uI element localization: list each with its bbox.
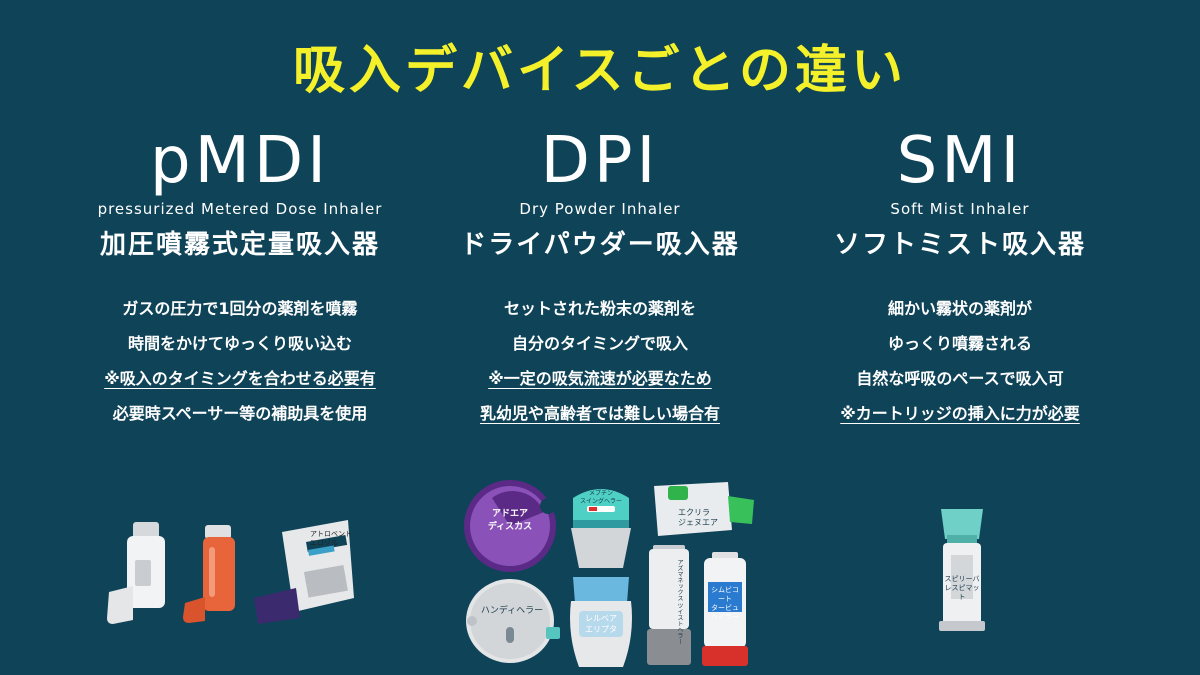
- description-line: 細かい霧状の薬剤が: [887, 299, 1032, 318]
- description: セットされた粉末の薬剤を 自分のタイミングで吸入 ※一定の吸気流速が必要なため …: [400, 291, 800, 431]
- description-line: セットされた粉末の薬剤を: [503, 299, 696, 318]
- device-jp-name: 加圧噴霧式定量吸入器: [99, 230, 380, 260]
- inhaler-turbuhaler-illustration: シムビコート タービュヘイラー: [700, 552, 750, 667]
- inhaler-respimat-illustration: スピリーバ レスピマット: [935, 505, 990, 633]
- inhaler-ellipta-illustration: レルベア エリプタ: [565, 575, 637, 670]
- inhaler-white-illustration: [105, 520, 175, 625]
- device-full-name: Soft Mist Inhaler: [890, 200, 1030, 218]
- device-label-handihaler: ハンディヘラー: [480, 606, 544, 616]
- column-smi: SMI Soft Mist Inhaler ソフトミスト吸入器 細かい霧状の薬剤…: [760, 120, 1160, 431]
- device-label-ellipta: レルベア エリプタ: [585, 614, 617, 634]
- device-jp-name: ドライパウダー吸入器: [460, 230, 740, 260]
- column-dpi: DPI Dry Powder Inhaler ドライパウダー吸入器 セットされた…: [400, 120, 800, 431]
- inhaler-genuair-illustration: エクリラ ジェヌエア: [648, 478, 758, 540]
- inhaler-handihaler-illustration: ハンディヘラー: [462, 575, 562, 665]
- description-note: ※カートリッジの挿入に力が必要: [840, 404, 1080, 423]
- description-line: ガスの圧力で1回分の薬剤を噴霧: [122, 299, 358, 318]
- device-jp-name: ソフトミスト吸入器: [833, 230, 1086, 260]
- description-line: 自然な呼吸のペースで吸入可: [856, 369, 1064, 388]
- device-label-atrovent: アトロベント エロゾル: [310, 530, 352, 547]
- description-line: ゆっくり噴霧される: [887, 334, 1032, 353]
- description-line: 時間をかけてゆっくり吸い込む: [127, 334, 352, 353]
- description: ガスの圧力で1回分の薬剤を噴霧 時間をかけてゆっくり吸い込む ※吸入のタイミング…: [40, 291, 440, 431]
- device-label-diskus: アドエア ディスカス: [487, 509, 533, 532]
- description-note: 乳幼児や高齢者では難しい場合有: [479, 404, 720, 423]
- device-label-swinghaler: メプチン スイングヘラー: [579, 490, 622, 505]
- device-abbr: DPI: [540, 124, 660, 198]
- inhaler-orange-illustration: [183, 523, 245, 623]
- device-label-genuair: エクリラ ジェヌエア: [678, 508, 718, 527]
- description-note: ※吸入のタイミングを合わせる必要有: [104, 369, 376, 388]
- description: 細かい霧状の薬剤が ゆっくり噴霧される 自然な呼吸のペースで吸入可 ※カートリッ…: [760, 291, 1160, 431]
- page-title: 吸入デバイスごとの違い: [293, 41, 907, 101]
- device-label-respimat: スピリーバ レスピマット: [944, 575, 980, 601]
- inhaler-twisthaler-illustration: アズマネックス ツイストヘラー: [645, 545, 693, 667]
- inhaler-diskus-illustration: アドエア ディスカス: [462, 478, 558, 574]
- device-abbr: SMI: [896, 124, 1024, 198]
- device-label-turbuhaler: シムビコート タービュヘイラー: [711, 586, 739, 621]
- device-full-name: pressurized Metered Dose Inhaler: [97, 200, 383, 218]
- column-pmdi: pMDI pressurized Metered Dose Inhaler 加圧…: [40, 120, 440, 431]
- description-note: ※一定の吸気流速が必要なため: [488, 369, 712, 388]
- inhaler-swinghaler-illustration: メプチン スイングヘラー: [565, 480, 637, 570]
- inhaler-atrovent-illustration: アトロベント エロゾル: [252, 520, 362, 625]
- description-line: 自分のタイミングで吸入: [511, 334, 688, 353]
- device-label-twisthaler: アズマネックス ツイストヘラー: [676, 559, 683, 645]
- device-abbr: pMDI: [150, 124, 330, 198]
- device-full-name: Dry Powder Inhaler: [519, 200, 681, 218]
- description-line: 必要時スペーサー等の補助具を使用: [112, 404, 368, 423]
